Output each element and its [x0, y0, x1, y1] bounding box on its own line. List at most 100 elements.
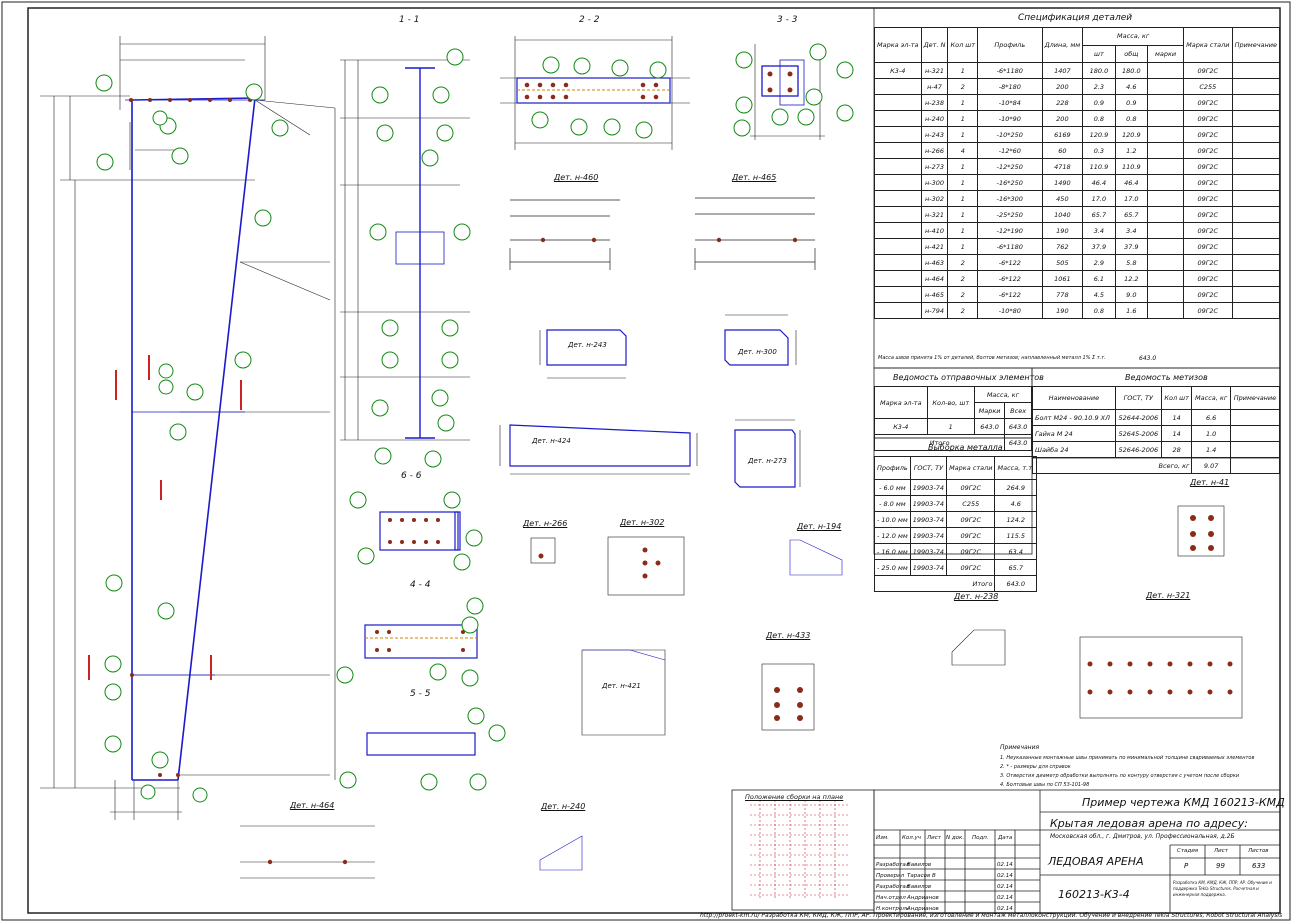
shipping-title: Ведомость отправочных элементов	[893, 373, 1044, 382]
spec-cell-note	[1231, 222, 1281, 239]
detail-464-title: Дет. н-464	[290, 801, 335, 810]
spec-cell-steel: 09Г2С	[1183, 126, 1233, 143]
spec-cell-det: н-463	[920, 254, 949, 271]
detail-302-title: Дет. н-302	[620, 518, 665, 527]
spec-cell-total: 17.0	[1114, 190, 1149, 207]
spec-cell-total: 3.4	[1114, 222, 1149, 239]
ship-total-label: Итого	[873, 434, 1006, 451]
spec-cell-length: 1490	[1041, 174, 1084, 191]
metal-cell: 09Г2С	[946, 543, 996, 560]
hw-h-mass: Масса, кг	[1191, 386, 1231, 410]
tb-org: Разработка КМ, КМД, КЖ, ППР, АР. Обучени…	[1173, 880, 1272, 897]
ship-h-qty: Кол-во, шт	[926, 386, 975, 419]
hardware-cell: 1.0	[1191, 425, 1231, 442]
metal-cell: 09Г2С	[946, 511, 996, 528]
ship-total: 643.0	[1004, 434, 1032, 451]
spec-cell-det: н-464	[920, 270, 949, 287]
metal-cell: 09Г2С	[946, 559, 996, 576]
spec-cell-profile: -12*190	[977, 222, 1043, 239]
spec-h-mass: Масса, кг	[1082, 27, 1185, 46]
spec-cell-each: 180.0	[1082, 62, 1116, 79]
tb-role: Н.контроль	[876, 906, 909, 912]
spec-h-note: Примечание	[1231, 27, 1281, 63]
spec-cell-note	[1231, 254, 1281, 271]
tb-col-izm: Изм.	[876, 835, 889, 841]
spec-cell-profile: -10*84	[977, 94, 1043, 111]
detail-243-label: Дет. н-243	[568, 341, 607, 349]
spec-cell-total: 65.7	[1114, 206, 1149, 223]
spec-h-profile: Профиль	[977, 27, 1043, 63]
spec-cell-qty: 1	[947, 126, 979, 143]
metal-total: 643.0	[994, 575, 1038, 592]
hardware-cell	[1229, 409, 1281, 426]
spec-cell-qty: 1	[947, 190, 979, 207]
spec-cell-total: 4.6	[1114, 78, 1149, 95]
spec-cell-profile: -25*250	[977, 206, 1043, 223]
spec-cell-note	[1231, 94, 1281, 111]
spec-cell-qty: 4	[947, 142, 979, 159]
spec-cell-each: 3.4	[1082, 222, 1116, 239]
spec-cell-assy	[1147, 174, 1185, 191]
spec-h-det: Дет. N	[920, 27, 949, 63]
note-line: 2. * - размеры для справок	[1000, 764, 1071, 770]
tb-sheets: 633	[1252, 862, 1266, 870]
spec-h-length: Длина, мм	[1041, 27, 1084, 63]
spec-cell-qty: 1	[947, 174, 979, 191]
spec-cell-steel: 09Г2С	[1183, 142, 1233, 159]
spec-cell-note	[1231, 78, 1281, 95]
metal-cell: 264.9	[994, 479, 1038, 496]
metal-cell: 65.7	[994, 559, 1038, 576]
spec-cell-steel: 09Г2С	[1183, 254, 1233, 271]
spec-cell-qty: 2	[947, 78, 979, 95]
spec-cell-length: 1040	[1041, 206, 1084, 223]
spec-cell-profile: -8*180	[977, 78, 1043, 95]
spec-cell-length: 200	[1041, 110, 1084, 127]
detail-238-title: Дет. н-238	[954, 592, 999, 601]
hardware-cell: 14	[1160, 425, 1193, 442]
spec-cell-steel: 09Г2С	[1183, 222, 1233, 239]
tb-sheet-h: Лист	[1214, 848, 1228, 854]
spec-cell-each: 4.5	[1082, 286, 1116, 303]
spec-cell-length: 190	[1041, 302, 1084, 319]
metal-h-gost: ГОСТ, ТУ	[909, 456, 948, 480]
metal-title: Выборка металла	[928, 443, 1003, 452]
metal-cell: С255	[946, 495, 996, 512]
spec-cell-length: 228	[1041, 94, 1084, 111]
spec-cell-qty: 2	[947, 286, 979, 303]
tb-role: Разработал	[876, 884, 910, 890]
spec-cell-det: н-273	[920, 158, 949, 175]
spec-cell-qty: 1	[947, 110, 979, 127]
hw-total: 9.07	[1191, 457, 1231, 474]
tb-stage-h: Стадия	[1177, 848, 1199, 854]
tb-col-podp: Подп.	[972, 835, 989, 841]
metal-cell: - 16.0 мм	[874, 543, 911, 560]
metal-cell: 09Г2С	[946, 479, 996, 496]
spec-cell-qty: 1	[947, 238, 979, 255]
detail-321-title: Дет. н-321	[1146, 591, 1191, 600]
spec-table: Марка эл-та Дет. N Кол шт Профиль Длина,…	[874, 27, 1281, 319]
spec-cell-mark	[874, 94, 922, 111]
metal-cell: 19903-74	[909, 511, 948, 528]
ship-h-mark: Марка эл-та	[874, 386, 928, 419]
spec-cell-total: 37.9	[1114, 238, 1149, 255]
spec-cell-note	[1231, 302, 1281, 319]
spec-cell-mark	[874, 110, 922, 127]
spec-cell-assy	[1147, 286, 1185, 303]
spec-cell-det: н-243	[920, 126, 949, 143]
spec-cell-steel: 09Г2С	[1183, 270, 1233, 287]
spec-cell-note	[1231, 238, 1281, 255]
